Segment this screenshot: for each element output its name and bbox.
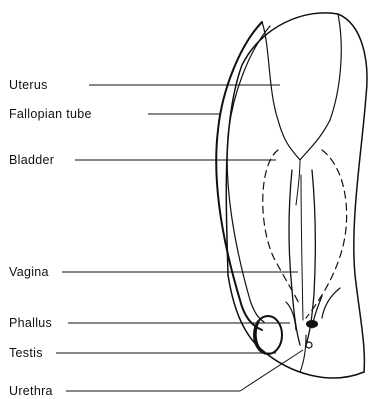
testis-shading [255,322,260,350]
label-fallopian-tube: Fallopian tube [9,107,92,121]
label-phallus: Phallus [9,316,52,330]
urethra-line [300,335,306,372]
label-vagina: Vagina [9,265,49,279]
label-testis: Testis [9,346,43,360]
uterus-inner-line [296,160,300,205]
urethral-meatus [307,321,317,327]
canal-center-line [301,175,303,320]
urethra-opening [306,342,312,348]
uterus-outline [262,14,341,160]
labial-fold-right [322,288,340,318]
bladder-outline [263,150,300,306]
label-uterus: Uterus [9,78,48,92]
leader-urethra-diag [240,350,303,391]
fallopian-tube-outer [216,22,262,330]
label-bladder: Bladder [9,153,54,167]
body-outline-bottom [262,350,364,378]
label-urethra: Urethra [9,384,53,398]
